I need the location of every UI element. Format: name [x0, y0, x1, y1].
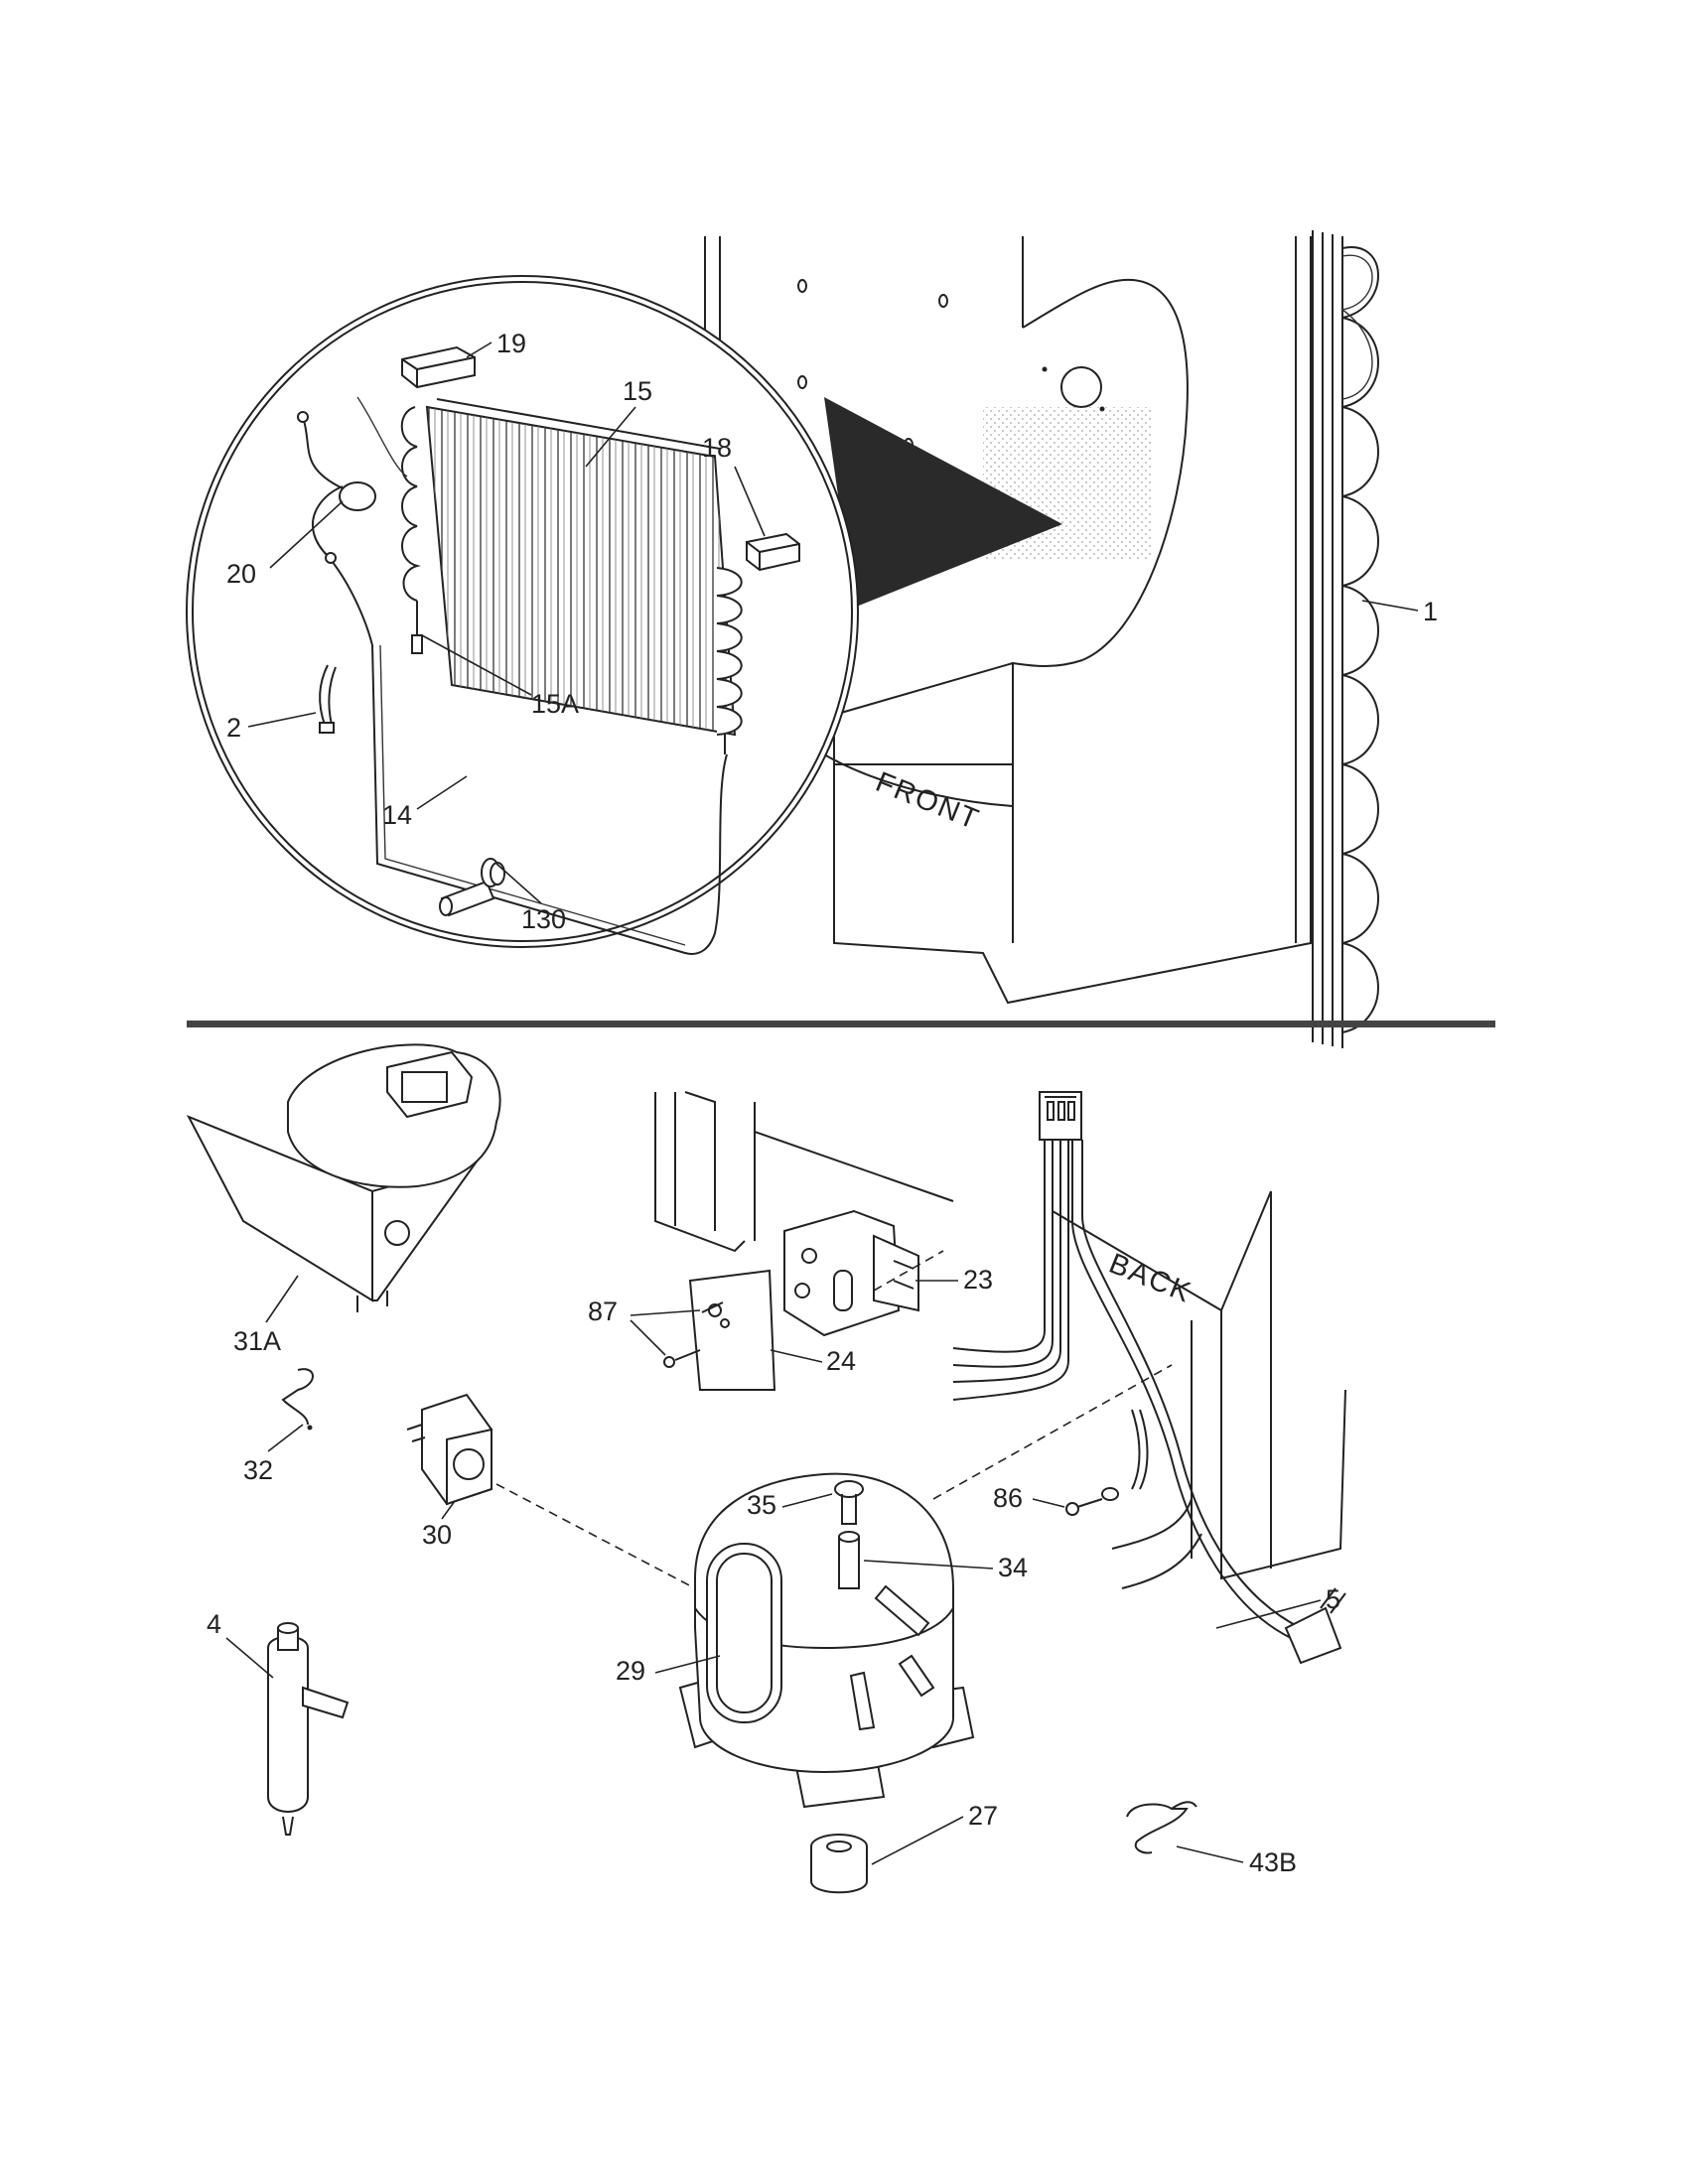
back-label: BACK	[1104, 1248, 1196, 1309]
part-31a-ice-bucket	[186, 1043, 501, 1312]
part-30-overload-protector	[406, 1393, 492, 1506]
part-15-evaporator	[400, 398, 743, 754]
callout-43b: 43B	[1249, 1847, 1297, 1877]
callout-2: 2	[226, 713, 241, 743]
part-19-pad	[401, 345, 476, 389]
callout-15: 15	[623, 376, 652, 406]
callout-130: 130	[521, 904, 566, 934]
callout-5: 5	[1326, 1584, 1340, 1614]
callout-32: 32	[243, 1455, 273, 1485]
part-87-screws	[663, 1301, 724, 1368]
part-86-screw	[1065, 1487, 1119, 1516]
part-29-compressor	[678, 1472, 975, 1809]
part-35-bolt	[834, 1480, 864, 1525]
part-18-pad	[746, 532, 800, 572]
callout-35: 35	[747, 1490, 776, 1520]
part-130-drain-tube	[439, 858, 505, 917]
front-label: FRONT	[871, 766, 984, 837]
top-callouts: 19 15 18 20 15A 2 14 130 1	[226, 329, 1438, 934]
callout-14: 14	[382, 800, 412, 830]
part-23-start-relay	[783, 1209, 919, 1337]
callout-1: 1	[1423, 597, 1438, 626]
evaporator-detail-view	[186, 275, 859, 955]
callout-87: 87	[588, 1297, 618, 1326]
callout-15a: 15A	[531, 689, 579, 719]
callout-18: 18	[702, 433, 732, 463]
part-27-grommet	[810, 1834, 868, 1894]
callout-19: 19	[496, 329, 526, 358]
callout-4: 4	[207, 1609, 221, 1639]
callout-31a: 31A	[233, 1326, 281, 1356]
part-4-filter-drier	[267, 1622, 350, 1836]
callout-34: 34	[998, 1553, 1028, 1582]
callout-29: 29	[616, 1656, 645, 1686]
callout-23: 23	[963, 1265, 993, 1295]
callout-30: 30	[422, 1520, 452, 1550]
bottom-callouts: 31A 32 87 23 24 30 35 86 34 5 4 29 27 43…	[207, 1265, 1340, 1877]
part-32-wire-arm	[281, 1368, 314, 1431]
part-24-mounting-plate	[688, 1269, 776, 1391]
part-2-clip	[319, 664, 337, 734]
callout-20: 20	[226, 559, 256, 589]
section-divider	[187, 1021, 1495, 1027]
freezer-cabinet: FRONT	[704, 236, 1312, 1005]
condenser-coil	[1312, 230, 1379, 1048]
callout-86: 86	[993, 1483, 1023, 1513]
callout-27: 27	[968, 1801, 998, 1831]
part-14-defrost-heater	[371, 644, 728, 955]
callout-24: 24	[826, 1346, 856, 1376]
part-43b-wire-clip	[1126, 1801, 1197, 1854]
wiring-harness	[952, 1091, 1346, 1665]
part-20-thermostat	[297, 396, 408, 646]
